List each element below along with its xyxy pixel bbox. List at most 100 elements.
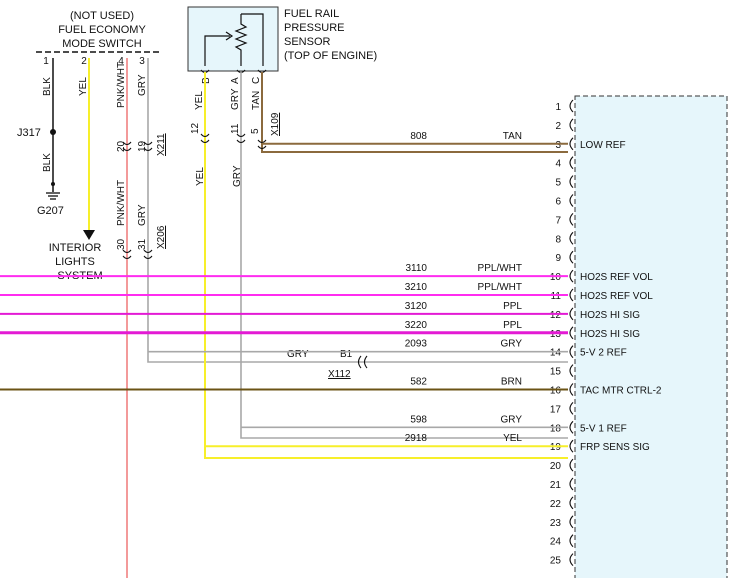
pin-terminal xyxy=(569,288,574,302)
econ-switch-line-1: (NOT USED) xyxy=(70,10,134,22)
module-pin-number: 24 xyxy=(550,537,562,548)
x109-connector: 12 11 5 X109 xyxy=(190,112,281,150)
module-pin-number: 17 xyxy=(550,404,562,415)
econ-pin-1: 1 xyxy=(43,56,49,67)
vert-gry-label: GRY xyxy=(232,165,243,187)
module-pin-number: 20 xyxy=(550,461,562,472)
ground-label: G207 xyxy=(37,205,64,217)
control-module-box xyxy=(574,95,728,578)
circuit-function-label: 5-V 1 REF xyxy=(580,423,627,434)
module-pin-column: 1234567891011121314151617181920212223242… xyxy=(550,99,574,567)
circuit-number: 3220 xyxy=(405,320,428,331)
circuit-function-label: LOW REF xyxy=(580,140,626,151)
pin-terminal xyxy=(569,175,574,188)
gry-label-upper: GRY xyxy=(137,74,148,96)
circuit-number: 3110 xyxy=(405,263,427,274)
sensor-pin-a: A xyxy=(230,77,241,84)
pin-terminal xyxy=(569,515,574,529)
pin-terminal xyxy=(569,402,574,415)
x206-pin-31: 31 xyxy=(137,238,148,250)
ground-icon xyxy=(46,192,60,200)
interior-line-2: LIGHTS xyxy=(55,256,95,268)
gry-wire-switch xyxy=(147,58,568,363)
sensor-line-4: (TOP OF ENGINE) xyxy=(284,50,377,62)
circuit-wire-color: TAN xyxy=(503,131,522,142)
circuit-wire-color: YEL xyxy=(503,433,522,444)
splice-dot xyxy=(50,129,56,135)
blk-wire-label-upper: BLK xyxy=(42,77,53,96)
pin-terminal xyxy=(569,250,574,264)
module-pin-number: 4 xyxy=(555,159,561,170)
sensor-yel-label: YEL xyxy=(194,91,205,110)
circuit-function-label: 5-V 2 REF xyxy=(580,348,627,359)
module-pin-number: 15 xyxy=(550,367,562,378)
x206-pnkwht-label: PNK/WHT xyxy=(116,180,127,226)
econ-pin-2: 2 xyxy=(81,56,87,67)
x109-label: X109 xyxy=(270,112,281,136)
pin-terminal xyxy=(569,326,574,340)
pin-terminal xyxy=(569,553,574,566)
econ-switch-line-3: MODE SWITCH xyxy=(62,38,141,50)
x206-gry-label: GRY xyxy=(137,204,148,226)
circuit-function-label: HO2S HI SIG xyxy=(580,329,640,340)
pin-terminal xyxy=(569,269,574,283)
arrow-down-icon xyxy=(83,230,95,240)
interior-line-1: INTERIOR xyxy=(49,242,102,254)
module-pin-number: 6 xyxy=(555,197,561,208)
pin-terminal xyxy=(569,231,574,245)
fuel-rail-pressure-sensor: FUEL RAIL PRESSURE SENSOR (TOP OF ENGINE… xyxy=(187,6,377,84)
ground-splice-dot xyxy=(51,182,55,186)
yel-wire-label-interior: YEL xyxy=(78,77,89,96)
pin-terminal xyxy=(569,156,574,170)
potentiometer-icon xyxy=(204,13,264,66)
sensor-pin-b: B xyxy=(201,77,212,84)
module-pin-number: 3 xyxy=(555,140,561,151)
x112-label: X112 xyxy=(328,369,351,380)
x211-connector: 20 19 X211 xyxy=(116,133,167,156)
circuit-wire-color: PPL xyxy=(503,301,522,312)
x112-pin-label: B1 xyxy=(340,349,353,360)
x211-pin-19: 19 xyxy=(137,140,148,152)
econ-switch-line-2: FUEL ECONOMY xyxy=(58,24,146,36)
pin-terminal xyxy=(569,496,574,510)
circuit-number: 3210 xyxy=(405,282,428,293)
circuit-function-label: FRP SENS SIG xyxy=(580,442,650,453)
module-pin-number: 5 xyxy=(555,178,561,189)
circuit-number: 598 xyxy=(410,414,427,425)
pnkwht-label-upper: PNK/WHT xyxy=(116,62,127,108)
circuit-wire-color: PPL/WHT xyxy=(478,263,522,274)
pin-terminal xyxy=(569,458,574,472)
sensor-line-2: PRESSURE xyxy=(284,22,345,34)
pin-terminal xyxy=(569,383,574,396)
module-pin-number: 18 xyxy=(550,423,562,434)
sensor-pin-c: C xyxy=(251,77,262,84)
circuit-number: 2093 xyxy=(405,339,428,350)
module-pin-number: 9 xyxy=(555,253,561,264)
circuit-wire-color: PPL/WHT xyxy=(478,282,522,293)
sensor-box xyxy=(187,6,279,72)
circuit-function-label: HO2S HI SIG xyxy=(580,310,640,321)
module-pin-number: 16 xyxy=(550,386,562,397)
circuit-number: 3120 xyxy=(405,301,428,312)
module-pin-number: 8 xyxy=(555,234,561,245)
pin-terminal xyxy=(569,439,574,453)
module-pin-number: 12 xyxy=(550,310,562,321)
pin-terminal xyxy=(569,99,574,113)
circuit-number: 808 xyxy=(410,131,427,142)
x206-label: X206 xyxy=(156,225,167,249)
circuit-wire-color: GRY xyxy=(501,339,523,350)
circuit-wire-color: GRY xyxy=(501,414,523,425)
x206-connector: PNK/WHT GRY 30 31 X206 xyxy=(116,180,167,260)
econ-pin-4: 4 xyxy=(118,56,124,67)
x112-gry-label: GRY xyxy=(287,349,309,360)
pin-terminal xyxy=(569,477,574,491)
circuit-function-label: HO2S REF VOL xyxy=(580,291,653,302)
x211-pin-20: 20 xyxy=(116,140,127,152)
pin-terminal xyxy=(569,534,574,548)
module-pin-number: 7 xyxy=(555,215,561,226)
pin-terminal xyxy=(569,137,574,151)
x211-label: X211 xyxy=(156,133,167,156)
circuit-number: 2918 xyxy=(405,433,428,444)
